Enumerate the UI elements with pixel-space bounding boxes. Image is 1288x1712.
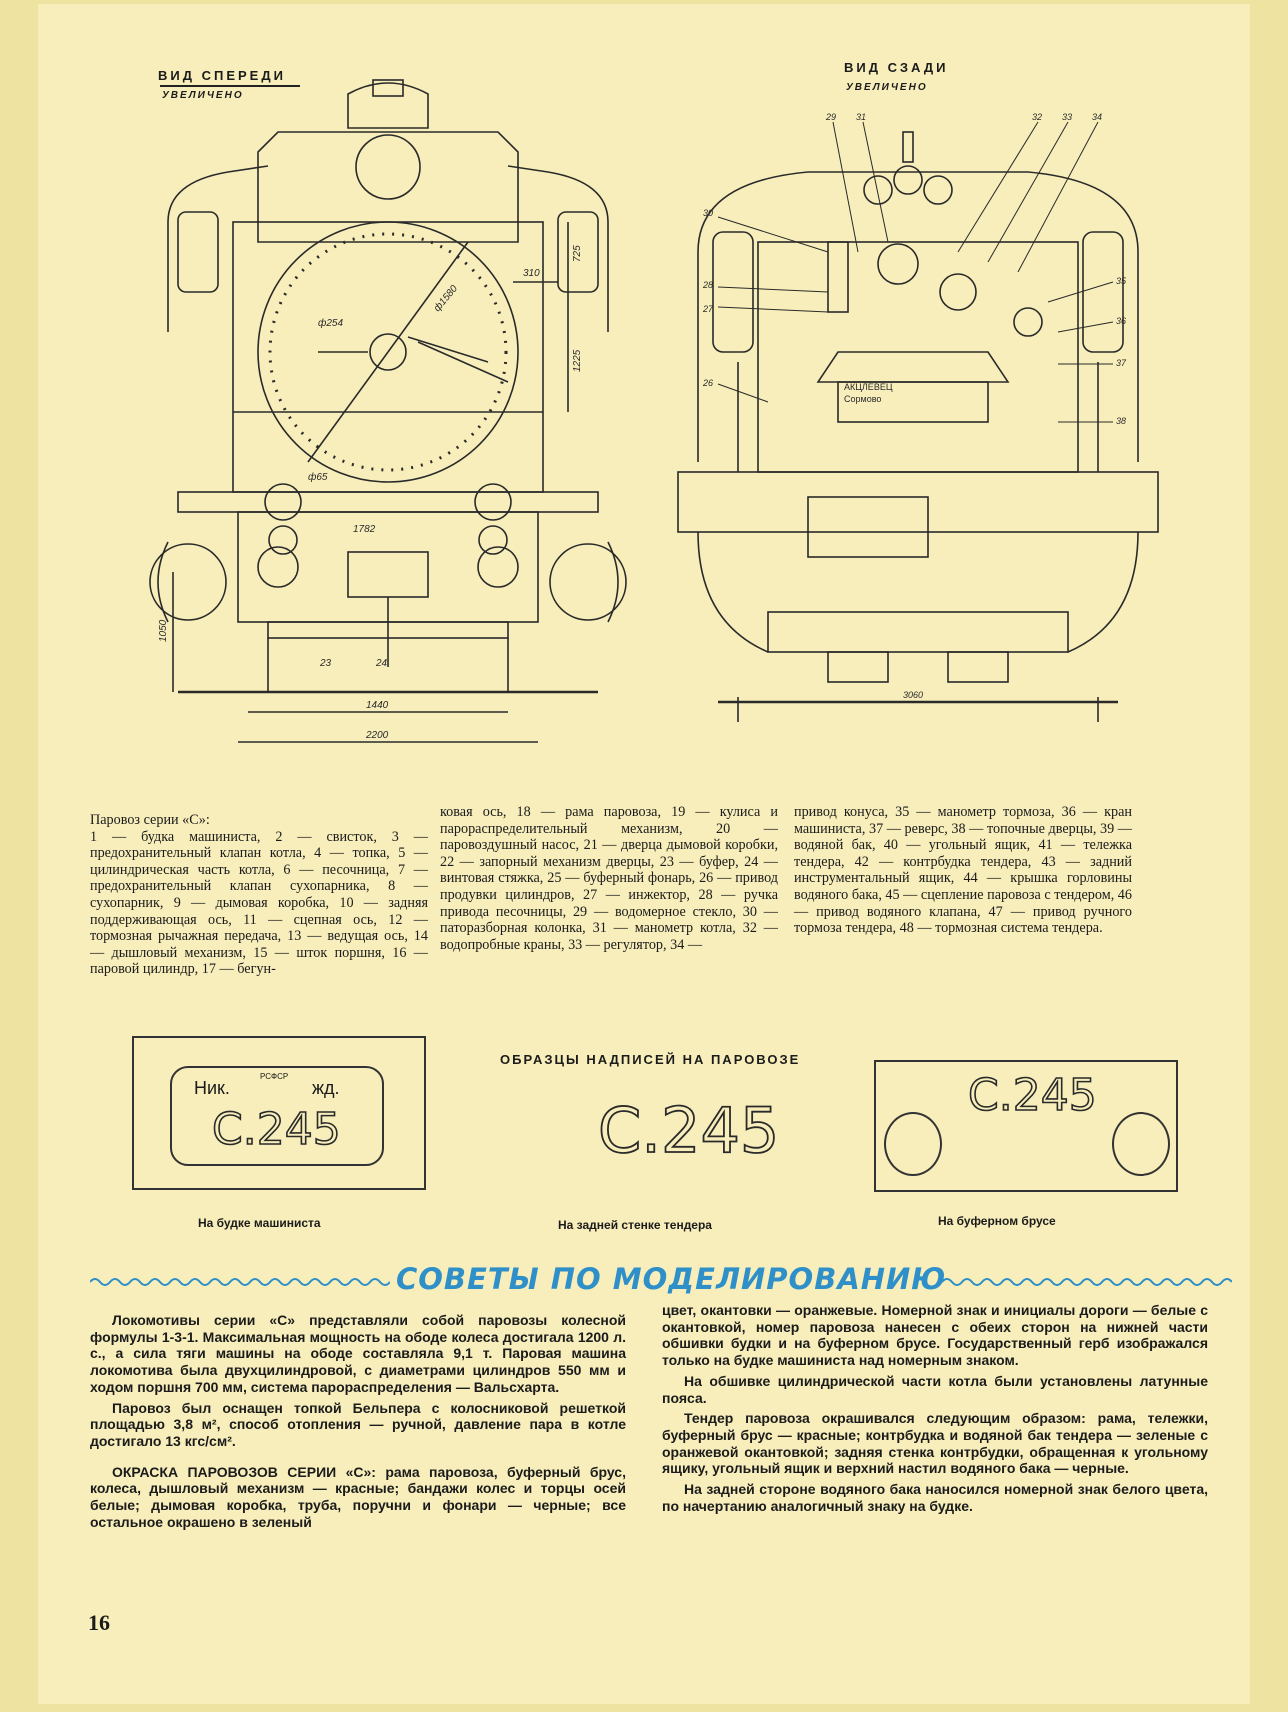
banner-title: СОВЕТЫ ПО МОДЕЛИРОВАНИЮ (396, 1262, 947, 1296)
plate-cab: Ник. РСФСР жд. С.245 (132, 1036, 426, 1190)
samples-heading: ОБРАЗЦЫ НАДПИСЕЙ НА ПАРОВОЗЕ (500, 1052, 801, 1067)
caption-column-2: ковая ось, 18 — рама паровоза, 19 — кули… (440, 804, 778, 953)
dim-f65: ф65 (308, 471, 328, 483)
dim-725: 725 (572, 245, 583, 262)
rear-view-drawing: 29 31 32 33 34 30 28 27 26 35 36 37 38 3… (677, 112, 1159, 722)
caption-column-1: Паровоз серии «С»: 1 — будка машиниста, … (90, 812, 428, 978)
article-paragraph: Локомотивы серии «С» представляли собой … (90, 1312, 626, 1395)
plate-buffer-number: С.245 (967, 1069, 1097, 1122)
callout-35: 35 (1116, 276, 1127, 286)
plate-tender-number: С.245 (597, 1093, 780, 1168)
plate-cab-prefix: Ник. (194, 1078, 230, 1098)
dim-1225: 1225 (572, 349, 583, 372)
plate-buffer-caption: На буферном брусе (938, 1214, 1056, 1228)
callout-23: 23 (319, 658, 332, 669)
front-view-title: ВИД СПЕРЕДИ (158, 68, 286, 83)
dim-3060: 3060 (903, 690, 923, 700)
box-sormovo: Сормово (844, 394, 881, 404)
dim-1440: 1440 (366, 700, 389, 711)
plate-cab-frame: Ник. РСФСР жд. С.245 (170, 1066, 384, 1166)
callout-24: 24 (375, 658, 388, 669)
caption-column-3: привод конуса, 35 — манометр тормоза, 36… (794, 804, 1132, 937)
article-paragraph: На обшивке цилиндрической части котла бы… (662, 1372, 1208, 1406)
article-right-column: цвет, окантовки — оранжевые. Номерной зн… (662, 1302, 1208, 1518)
article-paragraph: Тендер паровоза окрашивался следующим об… (662, 1410, 1208, 1477)
dim-310: 310 (523, 268, 540, 279)
callout-28: 28 (702, 280, 713, 290)
dim-f254: ф254 (318, 317, 343, 329)
front-view-drawing: 725 310 1225 ф254 ф1580 ф65 1782 1050 14… (149, 79, 627, 743)
callout-38: 38 (1116, 416, 1126, 426)
plate-buffer-beam: С.245 (874, 1060, 1178, 1192)
article-left-column: Локомотивы серии «С» представляли собой … (90, 1312, 626, 1534)
wave-left (90, 1278, 390, 1286)
article-paragraph: Паровоз был оснащен топкой Бельпера с ко… (90, 1399, 626, 1449)
emblem-rsfsr: РСФСР (260, 1072, 289, 1081)
wave-right (942, 1278, 1232, 1286)
callout-29: 29 (825, 112, 836, 122)
callout-33: 33 (1062, 112, 1072, 122)
article-paragraph: ОКРАСКА ПАРОВОЗОВ СЕРИИ «С»: рама парово… (90, 1463, 626, 1530)
callout-34: 34 (1092, 112, 1102, 122)
plate-cab-number: С.245 (211, 1103, 341, 1156)
dim-2200: 2200 (365, 730, 389, 741)
box-akclevec: АКЦЛЕВЕЦ (844, 382, 893, 392)
callout-36: 36 (1116, 316, 1126, 326)
callout-32: 32 (1032, 112, 1042, 122)
buffer-left (884, 1112, 942, 1176)
article-paragraph: цвет, окантовки — оранжевые. Номерной зн… (662, 1302, 1208, 1369)
callout-30: 30 (703, 208, 713, 218)
magazine-page: ВИД СПЕРЕДИ УВЕЛИЧЕНО (38, 4, 1250, 1704)
title-underline (160, 85, 300, 87)
page-number: 16 (88, 1610, 110, 1635)
article-paragraph: На задней стороне водяного бака наносилс… (662, 1481, 1208, 1514)
dim-1782: 1782 (353, 524, 376, 535)
plate-cab-caption: На будке машиниста (198, 1216, 321, 1230)
callout-26: 26 (702, 378, 713, 388)
buffer-right (1112, 1112, 1170, 1176)
plate-tender-caption: На задней стенке тендера (558, 1218, 712, 1232)
callout-31: 31 (856, 112, 866, 122)
callout-37: 37 (1116, 358, 1127, 368)
plate-cab-suffix: жд. (312, 1078, 340, 1098)
section-banner: СОВЕТЫ ПО МОДЕЛИРОВАНИЮ (90, 1262, 1232, 1302)
front-view-subtitle: УВЕЛИЧЕНО (162, 90, 244, 101)
rear-view-subtitle: УВЕЛИЧЕНО (846, 82, 928, 93)
dim-1050: 1050 (158, 619, 169, 642)
callout-27: 27 (702, 304, 714, 314)
rear-view-title: ВИД СЗАДИ (844, 60, 949, 75)
